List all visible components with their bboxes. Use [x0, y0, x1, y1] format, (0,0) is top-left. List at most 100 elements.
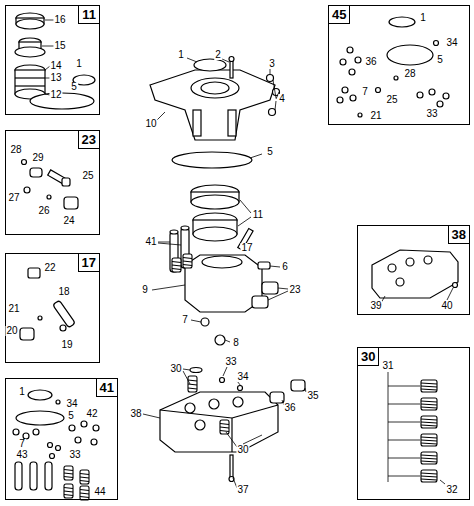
spring-coil [421, 422, 437, 423]
callout-number: 34 [65, 399, 78, 409]
callout-number: 36 [283, 403, 296, 413]
callout-number: 4 [278, 94, 286, 104]
spring-coil [421, 458, 437, 459]
spring [421, 398, 437, 410]
spring-coil [421, 461, 437, 462]
spring-coil [421, 386, 437, 387]
callout-number: 44 [93, 487, 106, 497]
callout-number: 19 [60, 340, 73, 350]
callout-number: 33 [68, 450, 81, 460]
callout-number: 7 [18, 439, 26, 449]
callout-number: 25 [81, 171, 94, 181]
callout-number: 6 [281, 262, 289, 272]
spring [421, 416, 437, 428]
kit-number: 17 [78, 253, 100, 272]
callout-number: 30 [169, 364, 182, 374]
callout-number: 37 [236, 485, 249, 495]
callout-number: 10 [144, 119, 157, 129]
spring-coil [188, 388, 197, 389]
kit-number: 23 [78, 130, 100, 149]
spring [421, 380, 437, 392]
kit-box: 30 [357, 347, 470, 500]
callout-number: 15 [53, 41, 66, 51]
spring-coil [421, 425, 437, 426]
spring [80, 486, 89, 500]
kit-number: 11 [78, 5, 100, 24]
callout-number: 31 [381, 361, 394, 371]
callout-number: 33 [425, 109, 438, 119]
callout-number: 25 [385, 95, 398, 105]
spring-coil [64, 495, 73, 496]
callout-number: 39 [369, 301, 382, 311]
callout-number: 20 [5, 326, 18, 336]
callout-number: 11 [252, 210, 264, 220]
callout-number: 13 [49, 73, 62, 83]
spring-coil [220, 431, 229, 432]
callout-number: 1 [75, 59, 83, 69]
callout-number: 28 [403, 69, 416, 79]
spring-coil [421, 419, 437, 420]
callout-number: 3 [268, 59, 276, 69]
callout-number: 32 [445, 485, 458, 495]
spring-coil [64, 488, 73, 489]
callout-number: 43 [15, 450, 28, 460]
callout-number: 17 [240, 243, 253, 253]
spring-coil [80, 493, 89, 494]
spring-coil [421, 476, 437, 477]
spring-coil [80, 490, 89, 491]
kit-number: 30 [357, 347, 379, 366]
spring-coil [421, 440, 437, 441]
spring-coil [183, 258, 192, 259]
spring-coil [421, 389, 437, 390]
spring-coil [183, 261, 192, 262]
spring-coil [188, 380, 197, 381]
callout-number: 5 [70, 82, 78, 92]
spring [421, 452, 437, 464]
callout-number: 9 [141, 285, 149, 295]
spring-coil [421, 455, 437, 456]
callout-number: 12 [49, 90, 62, 100]
callout-number: 28 [9, 145, 22, 155]
spring-coil [172, 265, 181, 266]
spring [80, 470, 89, 484]
callout-number: 21 [369, 111, 382, 121]
callout-number: 1 [177, 50, 185, 60]
spring-coil [421, 443, 437, 444]
spring-coil [64, 477, 73, 478]
callout-number: 7 [181, 315, 189, 325]
spring-coil [421, 437, 437, 438]
spring [421, 434, 437, 446]
spring-coil [64, 470, 73, 471]
spring-coil [421, 404, 437, 405]
spring-coil [421, 479, 437, 480]
spring-coil [421, 383, 437, 384]
callout-number: 1 [419, 13, 427, 23]
spring-coil [172, 269, 181, 270]
spring-coil [80, 474, 89, 475]
spring-coil [421, 401, 437, 402]
kit-number: 38 [448, 225, 470, 244]
callout-number: 16 [53, 15, 66, 25]
spring-coil [80, 497, 89, 498]
callout-number: 23 [288, 285, 301, 295]
spring [220, 420, 229, 434]
kit-box: 45 [328, 5, 470, 125]
callout-number: 7 [361, 87, 369, 97]
spring [172, 258, 181, 272]
spring [64, 466, 73, 480]
callout-number: 22 [43, 263, 56, 273]
callout-number: 34 [445, 38, 458, 48]
callout-number: 21 [7, 304, 20, 314]
callout-number: 34 [236, 372, 249, 382]
kit-number: 41 [96, 378, 118, 397]
callout-number: 29 [31, 153, 44, 163]
spring [421, 470, 437, 482]
callout-number: 8 [232, 338, 240, 348]
callout-number: 41 [144, 237, 157, 247]
spring-coil [220, 424, 229, 425]
spring-coil [64, 491, 73, 492]
callout-number: 5 [266, 147, 274, 157]
callout-number: 30 [236, 445, 249, 455]
callout-number: 18 [57, 287, 70, 297]
spring-coil [172, 262, 181, 263]
